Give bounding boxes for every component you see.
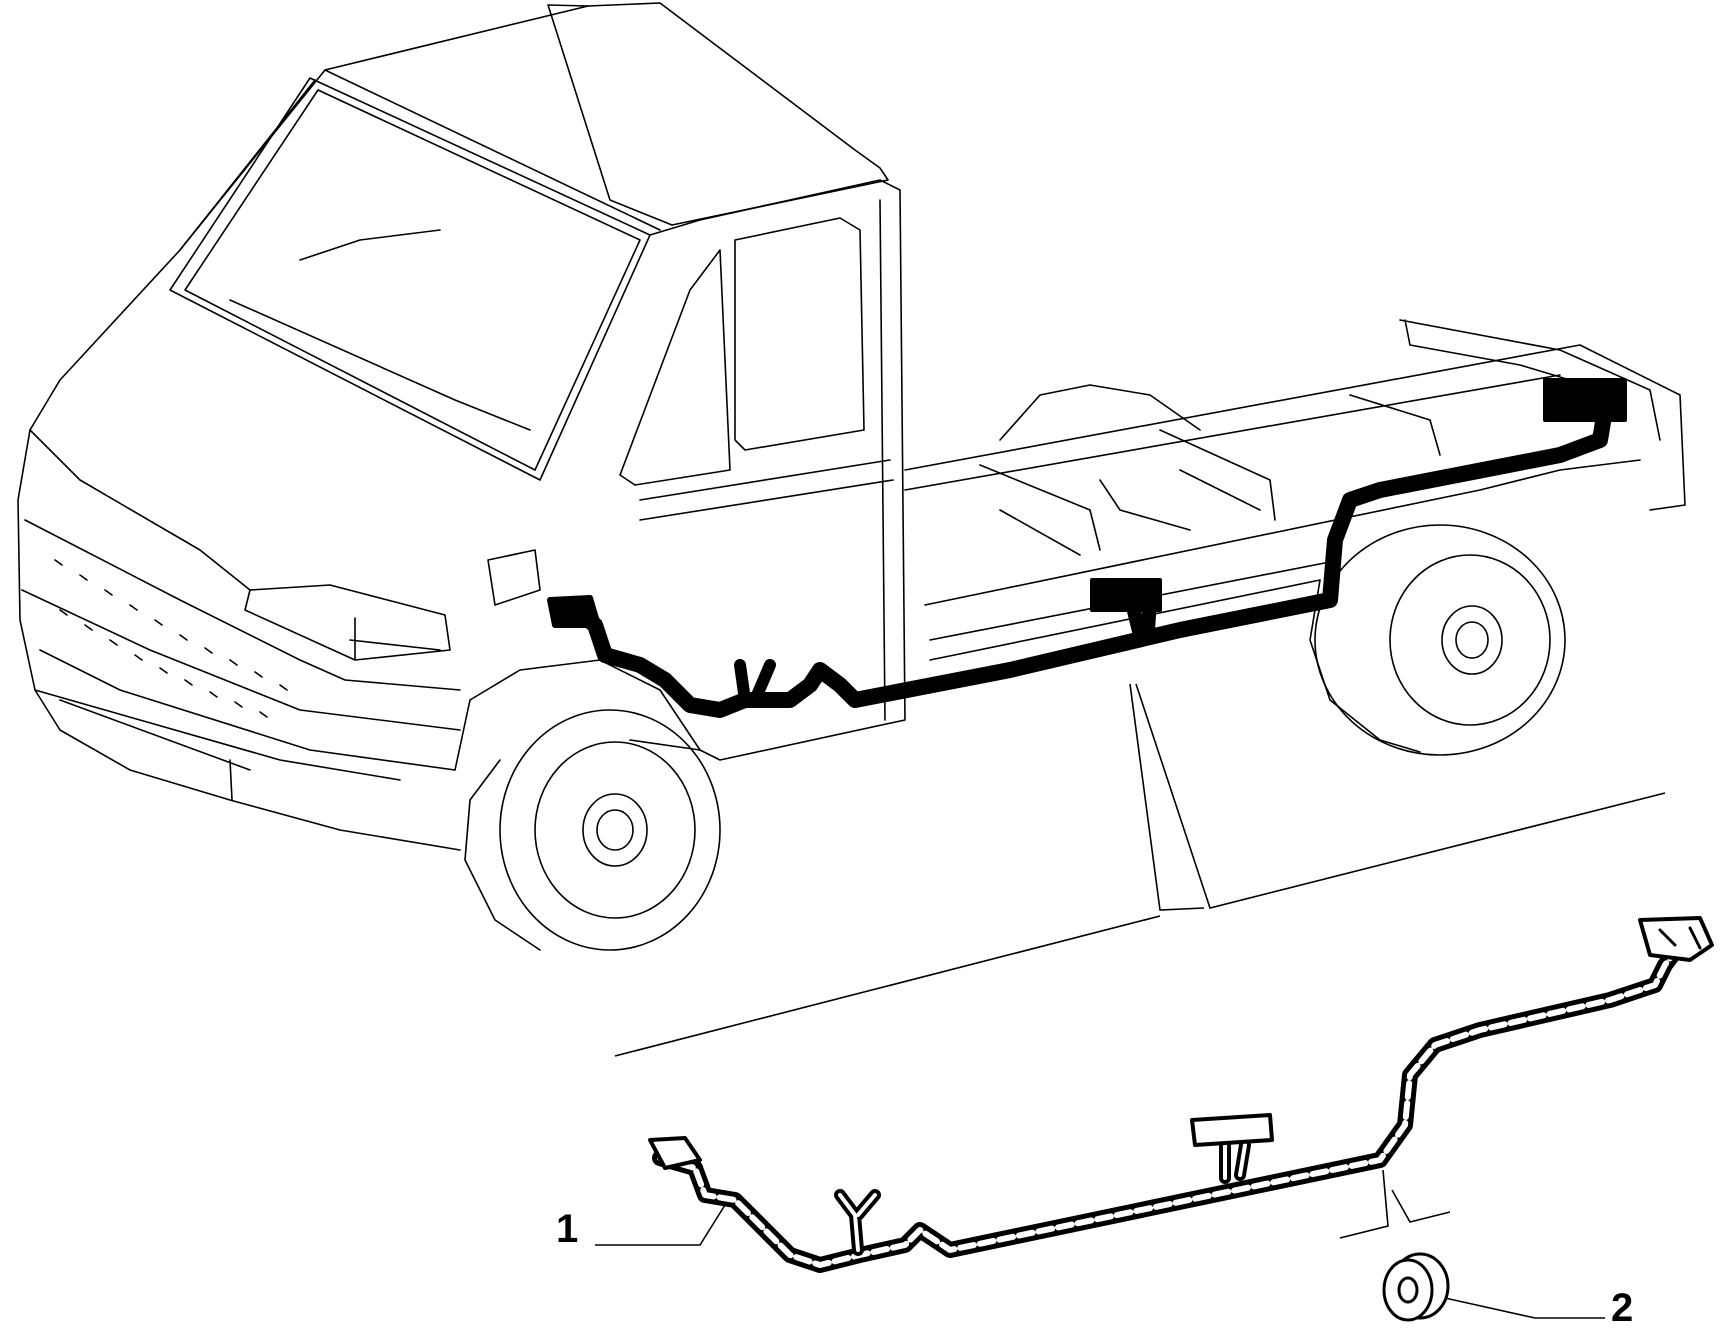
door-window-front [619,249,731,486]
front-wheel-rim [534,741,696,919]
harness-branch-mid-inner [1223,1143,1247,1180]
chassis-rail-side [924,459,1641,661]
headlamp [244,584,451,661]
callout-leaders [595,1204,1605,1319]
cab-roof-outline [547,2,889,226]
chassis-crossmembers [979,394,1441,556]
leader-line-2 [1444,1297,1605,1319]
harness-connector-rear-detail [1658,926,1702,950]
rear-wheel-hub [1441,605,1503,675]
cab-front-shell [17,69,461,851]
dashboard-line [229,299,531,431]
grommet-guide-line [1339,1169,1451,1239]
front-wheel-hub-inner [596,809,634,851]
grommet-guide [1339,1169,1451,1239]
leader-line-1 [595,1204,726,1246]
rear-wheel-rim [1389,554,1551,726]
installed-harness-branch-front [734,659,776,706]
truck-illustration [17,2,1686,951]
cab-side-pillar [629,179,906,761]
harness-branch-front-inner [838,1193,877,1252]
exploded-view-guides [614,683,1666,1057]
grille-slots [54,559,288,718]
harness-sheath-outline [652,937,1688,1273]
harness-sheath-inner [657,942,1683,1268]
harness-connector-mid [1190,1113,1274,1147]
callout-label-1: 1 [556,1207,579,1251]
installed-wiring-harness [547,378,1627,718]
installed-connector-rear [1543,378,1627,422]
wiring-harness-part [648,916,1714,1273]
windshield [169,77,651,481]
door-window-rear [734,217,865,451]
grommet-part [1382,1252,1450,1322]
rear-wheel-tread [1309,579,1421,753]
guide-line-upper [1129,683,1666,911]
chassis-rear-crossmember [1399,319,1661,441]
guide-line-lower [614,915,1161,1057]
door-edge [639,199,894,721]
front-wheel-arch [454,659,701,771]
wiper-arm [299,229,441,261]
callout-label-2: 2 [1611,1286,1634,1330]
installed-connector-mid [1090,578,1162,612]
rear-wheel-tyre [1314,524,1566,756]
windshield-inner [184,89,641,471]
front-grille [21,429,461,781]
fuel-cap [487,549,541,606]
headlamp-inner [349,617,441,661]
rear-tyre-far [999,384,1201,531]
installed-connector-front [547,595,601,628]
grommet-hole [1397,1276,1419,1304]
front-wheel-hub [582,793,648,867]
rear-wheel-hub-inner [1455,621,1489,659]
installed-harness-main [567,402,1613,718]
harness-connector-front [648,1136,702,1170]
front-wheel-tread [464,759,541,951]
front-wheel-tyre [499,709,721,951]
bumper-lower [39,649,456,801]
chassis-rail-front [904,344,1686,511]
harness-connector-rear [1638,916,1714,962]
